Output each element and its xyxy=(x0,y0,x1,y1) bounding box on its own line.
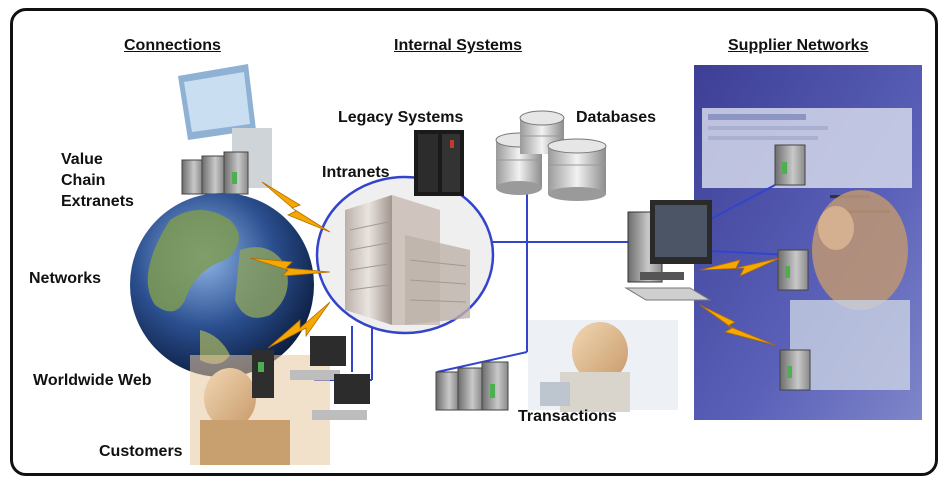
customer-photo xyxy=(190,350,330,465)
supplier-server-top xyxy=(774,144,806,186)
supplier-server-mid xyxy=(777,249,809,291)
customers-label: Customers xyxy=(99,443,183,460)
supplier-workstation xyxy=(624,200,712,301)
lightning-icon-network xyxy=(249,257,331,277)
transaction-photo xyxy=(528,320,678,412)
office-towers xyxy=(345,195,470,325)
transaction-servers xyxy=(435,361,509,411)
supplier-server-bottom xyxy=(779,349,811,391)
value-label: Value xyxy=(61,151,103,168)
lightning-icon-extranet xyxy=(261,181,331,233)
extranet-servers xyxy=(181,151,249,195)
legacy-mainframe xyxy=(414,130,464,196)
database-cylinders xyxy=(495,110,607,201)
chain-label: Chain xyxy=(61,172,106,189)
intranets-label: Intranets xyxy=(322,164,390,181)
worldwide-web-label: Worldwide Web xyxy=(33,372,152,389)
supplier-networks-heading: Supplier Networks xyxy=(728,37,869,54)
databases-label: Databases xyxy=(576,109,657,126)
internal-systems-heading: Internal Systems xyxy=(394,37,523,54)
legacy-systems-label: Legacy Systems xyxy=(338,109,464,126)
customer-workstations xyxy=(290,336,370,420)
networks-label: Networks xyxy=(29,270,102,287)
connections-heading: Connections xyxy=(124,37,221,54)
lightning-icon-supplier-bottom xyxy=(699,304,776,346)
lightning-icon-web xyxy=(267,301,331,349)
lightning-icon-supplier-mid xyxy=(699,257,781,277)
globe xyxy=(130,193,314,377)
lightning-bolts xyxy=(249,181,781,349)
transactions-label: Transactions xyxy=(518,408,617,425)
extranets-label: Extranets xyxy=(61,193,134,210)
